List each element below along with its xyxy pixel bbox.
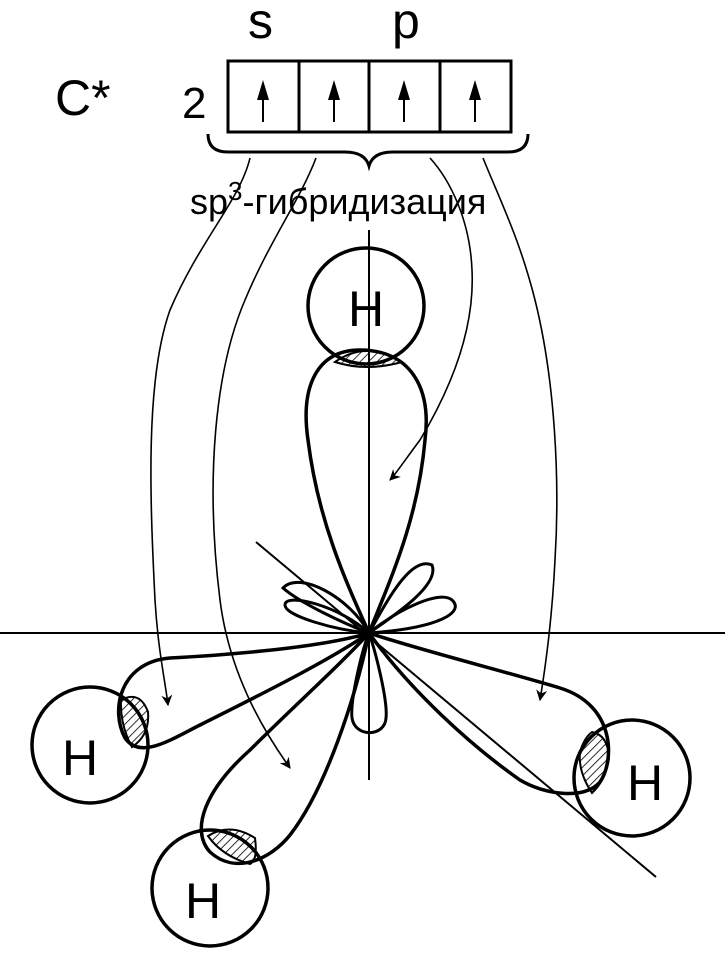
hybridization-prefix: sp: [190, 181, 228, 222]
hydrogen-top: H: [306, 246, 426, 366]
hybridization-suffix: -гибридизация: [243, 181, 487, 222]
hydrogen-left: H: [30, 685, 150, 805]
hydrogen-left-label: H: [62, 730, 98, 786]
hybrid-lobe-top: [304, 348, 428, 638]
pointer-arrows: [150, 157, 558, 769]
hybrid-lobe-right: [364, 629, 611, 796]
electron-arrow-p3: [469, 80, 481, 122]
hydrogen-bottom: H: [150, 828, 270, 948]
s-label: s: [248, 0, 273, 49]
electron-arrow-p2: [398, 80, 410, 122]
back-lobes: [280, 562, 457, 734]
hydrogen-right: H: [572, 718, 692, 838]
hydrogen-right-label: H: [627, 755, 663, 811]
level-number: 2: [182, 79, 206, 128]
electron-arrow-s: [257, 80, 269, 122]
hydrogen-top-label: H: [348, 281, 384, 337]
hybrid-lobe-left: [116, 631, 370, 750]
overlap-right: [578, 730, 611, 795]
p-label: p: [392, 0, 420, 49]
hybridization-label: sp3-гибридизация: [190, 176, 486, 222]
atom-label: C*: [55, 70, 111, 126]
diagonal-axis: [255, 541, 657, 878]
hybrid-lobe-bottom: [199, 627, 373, 866]
hybridization-superscript: 3: [228, 176, 242, 206]
overlap-bottom: [206, 828, 257, 866]
orbital-boxes: [226, 59, 513, 134]
hydrogen-bottom-label: H: [185, 873, 221, 929]
electron-arrow-p1: [328, 80, 340, 122]
hybridization-brace: [206, 133, 530, 172]
